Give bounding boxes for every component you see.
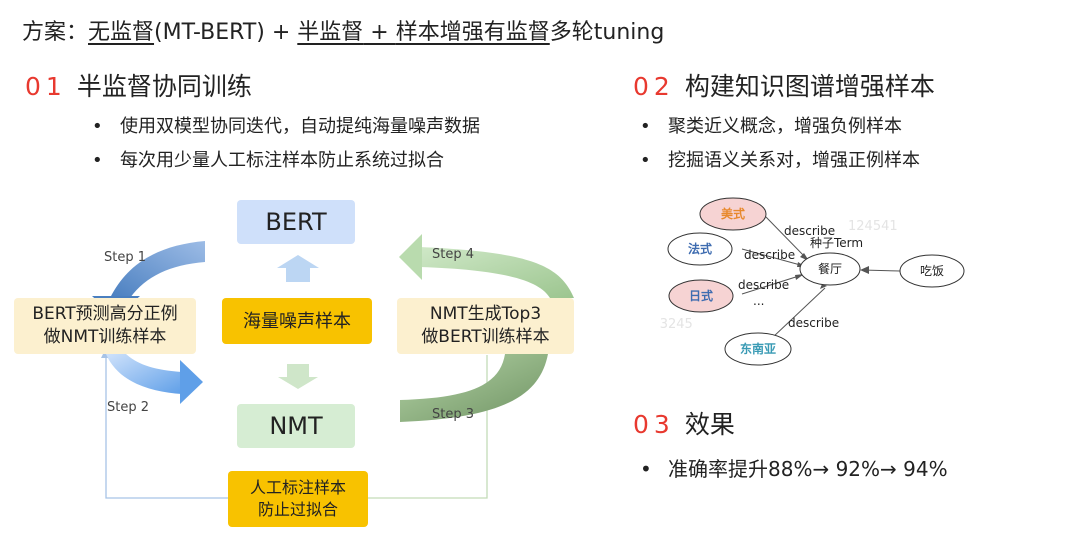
- feedback-line-right: [368, 355, 488, 499]
- arrowhead-dongnanya: [820, 284, 827, 289]
- arrowhead-rishi: [795, 274, 804, 280]
- seed-term-label: 种子Term: [810, 236, 863, 250]
- section1-title: 半监督协同训练: [76, 72, 252, 101]
- section1-bullet-1-text: 使用双模型协同迭代，自动提纯海量噪声数据: [120, 116, 480, 137]
- step3-arrow: [400, 354, 548, 422]
- section1-bullet-2: •每次用少量人工标注样本防止系统过拟合: [92, 150, 444, 171]
- edge-fashi-canting: [741, 248, 805, 267]
- ellipsis-label: ...: [753, 294, 764, 308]
- node-meishi: [699, 197, 767, 231]
- section1-bullet-1: •使用双模型协同迭代，自动提纯海量噪声数据: [92, 116, 480, 137]
- node-chifan: [899, 254, 965, 288]
- section2-bullet-2: •挖掘语义关系对，增强正例样本: [640, 150, 920, 171]
- step1-arrow: [110, 241, 205, 298]
- node-meishi-label: 美式: [721, 206, 745, 221]
- nmt-generate-line1: NMT生成Top3: [429, 304, 542, 324]
- noisy-samples-box: 海量噪声样本: [222, 298, 372, 344]
- node-canting: [799, 252, 861, 286]
- edge-label-3: describe: [738, 278, 789, 292]
- title-mtbert: (MT-BERT) +: [154, 20, 298, 45]
- bert-predict-box: BERT预测高分正例做NMT训练样本: [14, 298, 196, 354]
- node-dongnanya: [724, 332, 792, 366]
- bert-predict-line1: BERT预测高分正例: [32, 304, 178, 324]
- arrowhead-chifan: [860, 266, 869, 274]
- knowledge-graph: 124541 x3245 describe describe describe …: [660, 197, 965, 366]
- noisy-samples-label: 海量噪声样本: [243, 310, 351, 332]
- edge-meishi-canting: [765, 216, 808, 260]
- manual-label-line1: 人工标注样本: [249, 478, 346, 497]
- bert-predict-line2: 做NMT训练样本: [43, 327, 167, 347]
- section2-title: 构建知识图谱增强样本: [684, 72, 935, 101]
- title-prefix: 方案：: [22, 20, 89, 45]
- section3-heading: 03 效果: [633, 405, 735, 441]
- nmt-generate-line2: 做BERT训练样本: [421, 327, 550, 347]
- manual-label-line2: 防止过拟合: [257, 500, 338, 519]
- nmt-label: NMT: [269, 412, 323, 440]
- section3-bullet-1-text: 准确率提升88%→ 92%→ 94%: [668, 457, 948, 481]
- title-unsupervised: 无监督: [88, 20, 155, 45]
- section1-bullet-2-text: 每次用少量人工标注样本防止系统过拟合: [120, 150, 444, 171]
- title-tuning: 多轮tuning: [549, 20, 665, 45]
- title-plus: +: [363, 20, 396, 45]
- edge-dongnanya-canting: [771, 287, 826, 339]
- node-dongnanya-label: 东南亚: [740, 341, 776, 356]
- section3-title: 效果: [684, 410, 735, 439]
- center-up-arrow: [277, 255, 319, 282]
- watermark-left: x3245: [660, 317, 693, 332]
- section1-heading: 01 半监督协同训练: [25, 67, 252, 103]
- title-augmented: 样本增强有监督: [395, 20, 550, 45]
- edge-label-2: describe: [744, 248, 795, 262]
- section1-number: 01: [25, 72, 67, 101]
- step1-label: Step 1: [104, 250, 146, 265]
- edge-rishi-canting: [741, 274, 803, 295]
- title-semisupervised: 半监督: [297, 20, 364, 45]
- feedback-line-left: [105, 355, 228, 499]
- section3-number: 03: [633, 410, 675, 439]
- section2-heading: 02 构建知识图谱增强样本: [633, 67, 935, 103]
- bert-label: BERT: [265, 208, 327, 236]
- node-fashi-label: 法式: [688, 241, 712, 256]
- step3-label: Step 3: [432, 407, 474, 422]
- node-rishi-label: 日式: [689, 288, 713, 303]
- step4-arrow: [420, 247, 574, 298]
- section2-bullet-1: •聚类近义概念，增强负例样本: [640, 116, 902, 137]
- section2-number: 02: [633, 72, 675, 101]
- step2-arrowhead: [180, 360, 203, 404]
- step2-label: Step 2: [107, 400, 149, 415]
- node-chifan-label: 吃饭: [920, 264, 944, 278]
- node-canting-label: 餐厅: [818, 261, 842, 276]
- section3-bullet-1: •准确率提升88%→ 92%→ 94%: [640, 457, 948, 481]
- watermark-top: 124541: [848, 219, 898, 234]
- page-title: 方案：无监督(MT-BERT) + 半监督 + 样本增强有监督多轮tuning: [22, 14, 664, 46]
- section2-bullet-2-text: 挖掘语义关系对，增强正例样本: [668, 150, 920, 171]
- manual-label-box: 人工标注样本防止过拟合: [228, 471, 368, 527]
- nmt-generate-box: NMT生成Top3 做BERT训练样本: [397, 298, 574, 354]
- step4-arrowhead: [399, 234, 422, 280]
- step2-arrow: [106, 354, 182, 394]
- section2-bullet-1-text: 聚类近义概念，增强负例样本: [668, 116, 902, 137]
- step4-label: Step 4: [432, 247, 474, 262]
- center-down-arrow: [278, 364, 318, 389]
- node-rishi: [668, 279, 734, 313]
- bert-box: BERT: [237, 200, 355, 244]
- nmt-box: NMT: [237, 404, 355, 448]
- edge-label-4: describe: [788, 316, 839, 330]
- edge-label-1: describe: [784, 224, 835, 238]
- node-fashi: [667, 232, 733, 266]
